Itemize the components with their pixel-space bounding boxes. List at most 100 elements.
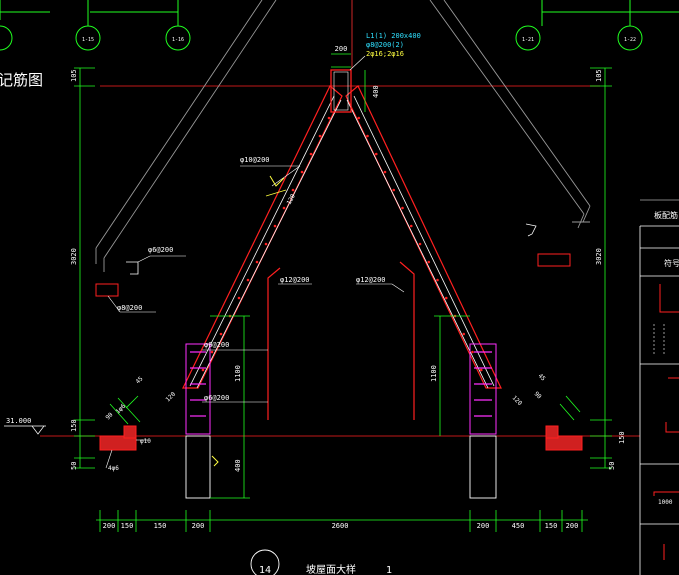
- ridge-width-dim: 200: [335, 45, 348, 53]
- axis-label: 1-22: [624, 37, 636, 43]
- right-eave-detail: [525, 223, 571, 267]
- svg-text:2600: 2600: [332, 522, 349, 530]
- rebar-dot: [444, 296, 448, 300]
- rebar-dot: [273, 224, 277, 228]
- side-table-row1: 符号: [664, 258, 679, 268]
- ridge-beam-size: L1(1) 200x400: [366, 32, 421, 40]
- side-table-title: 板配筋: [654, 210, 678, 220]
- svg-text:150: 150: [70, 419, 78, 432]
- right-dimension-chain: [590, 67, 612, 469]
- axis-grid-lines: [0, 0, 679, 26]
- bottom-dimension-chain: [96, 510, 588, 532]
- side-table-value: 1000: [658, 499, 673, 506]
- slab-thickness-label: 120: [286, 193, 297, 206]
- rebar-dot: [291, 188, 295, 192]
- rebar-dot: [327, 116, 331, 120]
- right-eave-beam: 120 45 90: [511, 372, 583, 451]
- rebar-dot: [471, 350, 474, 354]
- rebar-dot: [210, 350, 214, 354]
- rebar-dot: [246, 278, 250, 282]
- wall-left-rebar-label: φ12@200: [280, 276, 310, 284]
- eave-left-top-label: φ6@200: [148, 246, 173, 254]
- svg-text:50: 50: [608, 462, 616, 470]
- axis-bubble-4: 1-21: [515, 25, 541, 51]
- slab-rebar-label: φ10@200: [240, 156, 270, 164]
- right-wall-height-label: 1100: [430, 365, 438, 382]
- axis-label: 1-15: [82, 37, 94, 43]
- bottom-dimension-texts: 200 150 150 200 2600 200 450 150 200: [103, 522, 579, 530]
- ridge-beam: 200 400 L1(1) 200x400 φ8@200(2) 2φ16;2φ1…: [330, 32, 421, 113]
- axis-label: 1-16: [172, 37, 184, 43]
- svg-text:50: 50: [70, 462, 78, 470]
- svg-text:150: 150: [154, 522, 167, 530]
- ridge-beam-bars: 2φ16;2φ16: [366, 50, 404, 58]
- column-lower-label: φ6@200: [204, 394, 229, 402]
- detail-title: 坡屋面大样: [306, 563, 356, 575]
- left-dimension-chain: [74, 67, 95, 469]
- elevation-marker: 31.000: [4, 417, 46, 435]
- svg-text:105: 105: [595, 69, 603, 82]
- rebar-dot: [201, 368, 205, 372]
- rebar-dot: [219, 332, 223, 336]
- axis-bubble-3: 1-16: [165, 25, 191, 51]
- rebar-dot: [427, 260, 431, 264]
- rebar-dot: [237, 296, 241, 300]
- rebar-dot: [300, 170, 304, 174]
- svg-text:200: 200: [477, 522, 490, 530]
- rebar-dot: [479, 368, 483, 372]
- elevation-label: 31.000: [6, 417, 31, 425]
- rebar-dot: [318, 134, 322, 138]
- rebar-dot: [264, 242, 268, 246]
- eave-dim-c: 120: [164, 391, 177, 404]
- rebar-dot: [392, 188, 396, 192]
- rebar-dot: [366, 134, 369, 138]
- slab-rebar-callout: φ10@200 120: [240, 156, 301, 206]
- right-dimension-texts: 105 3020 150 50: [595, 69, 626, 470]
- eave-right-dim-c: 120: [511, 394, 524, 407]
- svg-text:150: 150: [545, 522, 558, 530]
- svg-text:3020: 3020: [595, 248, 603, 265]
- roof-slab-rebar: [189, 95, 495, 389]
- outer-roof-outline: [95, 0, 591, 272]
- eave-bar-b-label: 4φ6: [108, 465, 119, 472]
- column-upper-label: φ6@200: [204, 341, 229, 349]
- eave-right-dim-b: 90: [533, 390, 543, 400]
- rebar-dot: [401, 206, 404, 210]
- left-column: 1100 400 φ6@200 φ6@200: [185, 315, 268, 499]
- rebar-dot: [374, 152, 378, 156]
- eave-tie-dim: 90: [104, 411, 114, 421]
- interior-wall-right: φ12@200: [356, 261, 415, 420]
- right-column: 1100: [430, 315, 497, 499]
- svg-text:150: 150: [618, 431, 626, 444]
- ridge-beam-stirrup: φ8@200(2): [366, 41, 404, 49]
- svg-text:150: 150: [121, 522, 134, 530]
- left-eave-beam: φ10 4φ6 90 1φ6 45 120: [99, 375, 177, 472]
- detail-number: 14: [259, 565, 271, 575]
- axis-label: 1-21: [522, 37, 534, 43]
- rebar-dot: [462, 332, 466, 336]
- rebar-dot: [357, 116, 361, 120]
- roof-slab-right: [345, 85, 502, 389]
- eave-dim-a: 45: [134, 375, 144, 385]
- column-height-label: 1100: [234, 365, 242, 382]
- eave-right-dim-a: 45: [537, 372, 547, 382]
- rebar-dot: [383, 170, 387, 174]
- footing-depth-label: 400: [234, 459, 242, 472]
- detail-scale: 1: [386, 565, 392, 575]
- detail-title-block: 14 坡屋面大样 1: [250, 549, 392, 575]
- rebar-dot: [436, 278, 439, 282]
- roof-rebar-dots: [201, 116, 483, 372]
- side-rebar-table: 板配筋 符号 1000: [639, 199, 679, 575]
- axis-bubble-5: 1-22: [617, 25, 643, 51]
- svg-text:3020: 3020: [70, 248, 78, 265]
- axis-bubble-2: 1-15: [75, 25, 101, 51]
- drawing-title-fragment: 记筋图: [0, 71, 43, 89]
- axis-bubble-1: [0, 25, 13, 51]
- rebar-dot: [282, 206, 286, 210]
- svg-text:200: 200: [566, 522, 579, 530]
- eave-left-bottom-label: φ8@200: [117, 304, 142, 312]
- rebar-dot: [409, 224, 413, 228]
- svg-text:200: 200: [103, 522, 116, 530]
- rebar-dot: [418, 242, 422, 246]
